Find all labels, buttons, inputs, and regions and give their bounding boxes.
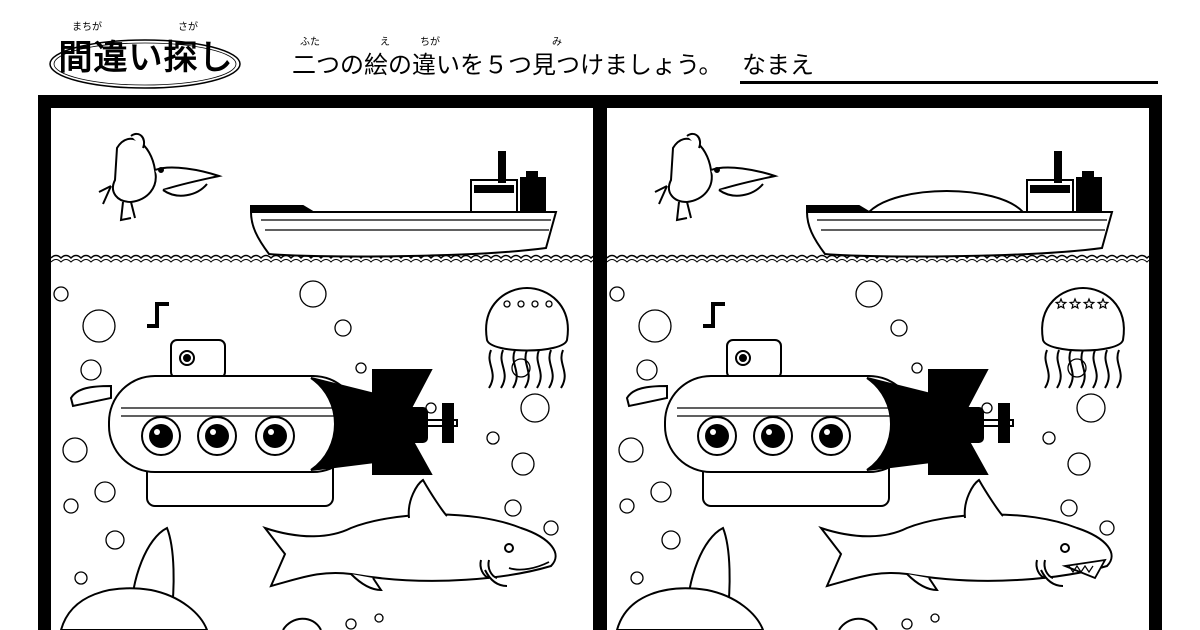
shark-closed-mouth — [508, 561, 550, 571]
shark-drawing — [262, 478, 557, 592]
worksheet-header: 間違い探し まちが さが ふた え ちが み 二つの絵の違いを５つ見つけましょう… — [0, 0, 1200, 92]
sunfish-drawing — [615, 526, 765, 630]
shark-open-mouth — [1061, 558, 1107, 580]
cargo-ship-drawing — [249, 151, 558, 258]
small-fish-drawing — [838, 617, 878, 630]
instruction-text: 二つの絵の違いを５つ見つけましょう。 — [292, 51, 723, 79]
title-ellipse-frame — [49, 39, 241, 89]
ship-dome-cargo — [866, 190, 1026, 213]
pelican-drawing — [98, 132, 223, 222]
right-picture[interactable] — [606, 108, 1158, 630]
ruby-chiga: ちが — [420, 37, 440, 48]
cargo-ship-drawing — [805, 151, 1114, 258]
pelican-drawing — [654, 132, 779, 222]
small-fish-drawing — [282, 617, 322, 630]
ruby-e: え — [380, 37, 390, 48]
worksheet-title: 間違い探し — [58, 38, 234, 78]
left-picture[interactable] — [50, 108, 602, 630]
name-write-line[interactable] — [740, 81, 1158, 84]
ruby-futa: ふた — [300, 37, 320, 48]
title-ruby-saga: さが — [178, 22, 198, 33]
title-ruby-machiga: まちが — [72, 22, 102, 33]
name-label: なまえ — [742, 51, 814, 79]
ruby-mi: み — [552, 37, 562, 48]
shark-drawing — [818, 478, 1113, 592]
picture-panels — [38, 95, 1162, 630]
sunfish-drawing — [59, 526, 209, 630]
